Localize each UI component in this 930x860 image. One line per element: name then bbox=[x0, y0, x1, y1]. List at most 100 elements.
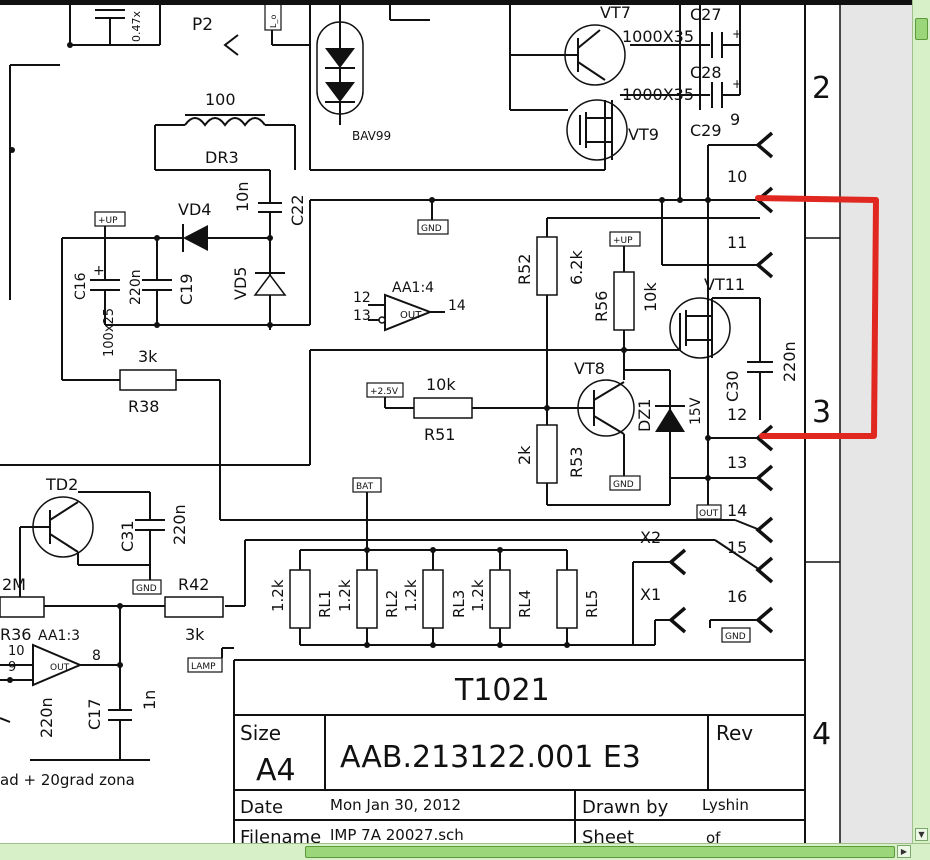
up-tag bbox=[94, 211, 126, 227]
out-tag bbox=[696, 504, 722, 520]
vt7-label: VT7 bbox=[600, 3, 631, 22]
r38-value: 3k bbox=[138, 347, 158, 366]
vertical-scrollbar[interactable]: ▼ bbox=[912, 0, 930, 843]
r52-label: R52 bbox=[515, 254, 534, 285]
r42-label: R42 bbox=[178, 575, 209, 594]
aa13-pin10: 10 bbox=[8, 644, 25, 659]
svg-text:+: + bbox=[93, 263, 105, 279]
v25-label: +2.5V bbox=[370, 387, 399, 397]
scroll-down-arrow-icon[interactable]: ▼ bbox=[915, 828, 928, 841]
schematic-viewport: 2 3 4 0.47x P2 L_o BAV99 bbox=[0, 0, 912, 843]
vt11-label: VT11 bbox=[704, 275, 745, 294]
gnd-tag-2 bbox=[609, 475, 641, 491]
up-label: +UP bbox=[98, 216, 118, 226]
r51-value: 10k bbox=[426, 375, 456, 394]
c16-label: C16 bbox=[73, 272, 89, 300]
out-label: OUT bbox=[699, 509, 719, 519]
c29-label: C29 bbox=[690, 121, 722, 140]
lamp-tag bbox=[187, 657, 223, 673]
c22-label: C22 bbox=[288, 194, 307, 226]
size-label: Size bbox=[240, 721, 281, 745]
horizontal-scroll-thumb[interactable] bbox=[305, 846, 895, 858]
r42-value: 3k bbox=[185, 625, 205, 644]
pin-14: 14 bbox=[727, 501, 747, 520]
cap-047-label: 0.47x bbox=[130, 11, 143, 42]
filename-value: IMP 7A 20027.sch bbox=[330, 826, 464, 843]
rl5-label: RL5 bbox=[583, 590, 601, 618]
connector-pins bbox=[668, 131, 774, 634]
drawn-value: Lyshin bbox=[702, 796, 749, 814]
gnd-tag-3 bbox=[721, 627, 751, 643]
lout-label: L_o bbox=[269, 15, 278, 28]
drawn-label: Drawn by bbox=[582, 797, 669, 818]
c-220n-value: 220n bbox=[37, 697, 56, 738]
pin-15: 15 bbox=[727, 538, 747, 557]
aa13-pin8: 8 bbox=[92, 648, 101, 664]
vt9-mosfet bbox=[566, 99, 628, 161]
c19-label: C19 bbox=[177, 273, 196, 305]
sheet-label: Sheet bbox=[582, 827, 634, 843]
size-value: A4 bbox=[256, 753, 296, 788]
gnd-tag bbox=[417, 219, 449, 235]
pin-10: 10 bbox=[727, 167, 747, 186]
title-block bbox=[233, 659, 805, 843]
c27-value: 1000X35 bbox=[622, 27, 694, 46]
r52-resistor bbox=[536, 236, 558, 296]
gnd-tag-4 bbox=[132, 579, 162, 595]
r56-resistor bbox=[613, 271, 635, 331]
r36-value: 2M bbox=[2, 575, 26, 594]
title-block-title: T1021 bbox=[454, 673, 550, 708]
vt11-mosfet bbox=[669, 297, 731, 359]
vertical-scroll-thumb[interactable] bbox=[915, 18, 928, 40]
horizontal-scrollbar[interactable]: ▶ bbox=[0, 843, 930, 860]
r51-resistor bbox=[413, 397, 473, 419]
pin-16: 16 bbox=[727, 587, 747, 606]
r51-label: R51 bbox=[424, 425, 455, 444]
gnd-label-4: GND bbox=[136, 584, 157, 594]
aa14-pin12: 12 bbox=[353, 290, 371, 306]
pin-12: 12 bbox=[727, 405, 747, 424]
rl-ladder bbox=[289, 550, 578, 645]
gnd-label: GND bbox=[421, 224, 442, 234]
r38-label: R38 bbox=[128, 397, 159, 416]
rl-value-1: 1.2k bbox=[269, 579, 287, 612]
sheet-of: of bbox=[706, 829, 721, 843]
p2-label: P2 bbox=[192, 15, 213, 35]
zone-3: 3 bbox=[812, 395, 831, 430]
zone-4: 4 bbox=[812, 717, 831, 752]
rl2-label: RL2 bbox=[383, 590, 401, 618]
svg-text:+: + bbox=[732, 77, 742, 91]
schematic-drawing: 2 3 4 0.47x P2 L_o BAV99 bbox=[0, 0, 879, 843]
r53-label: R53 bbox=[567, 447, 586, 478]
aa14-pin13: 13 bbox=[353, 308, 371, 324]
dz1-label: DZ1 bbox=[635, 399, 654, 432]
svg-text:+: + bbox=[732, 27, 742, 41]
r38-resistor bbox=[119, 369, 177, 391]
c30-label: C30 bbox=[723, 370, 742, 402]
c31-label: C31 bbox=[118, 520, 137, 552]
vd4-label: VD4 bbox=[178, 200, 211, 219]
r36-resistor bbox=[0, 596, 45, 618]
x1-label: X1 bbox=[640, 585, 661, 604]
r56-value: 10k bbox=[641, 282, 660, 312]
aa14-out: OUT bbox=[400, 310, 422, 321]
filename-label: Filename bbox=[240, 827, 321, 843]
c22-value: 10n bbox=[233, 182, 252, 213]
gnd-label-3: GND bbox=[725, 632, 746, 642]
rl-value-3: 1.2k bbox=[402, 579, 420, 612]
r53-value: 2k bbox=[515, 445, 534, 465]
r52-value: 6.2k bbox=[567, 250, 586, 285]
scroll-right-arrow-icon[interactable]: ▶ bbox=[897, 845, 911, 858]
lamp-label: LAMP bbox=[191, 662, 216, 672]
pin-11: 11 bbox=[727, 233, 747, 252]
zone-2: 2 bbox=[812, 71, 831, 106]
date-value: Mon Jan 30, 2012 bbox=[330, 796, 461, 814]
r36-label: R36 bbox=[0, 625, 31, 644]
rl3-label: RL3 bbox=[450, 590, 468, 618]
c16-value: 100x25 bbox=[102, 308, 117, 357]
red-annotation-bracket bbox=[755, 195, 879, 439]
dz1-value: 15V bbox=[688, 397, 704, 425]
zone-note: ad + 20grad zona bbox=[0, 771, 135, 789]
vd5-label: VD5 bbox=[231, 267, 250, 300]
r56-label: R56 bbox=[592, 291, 611, 322]
